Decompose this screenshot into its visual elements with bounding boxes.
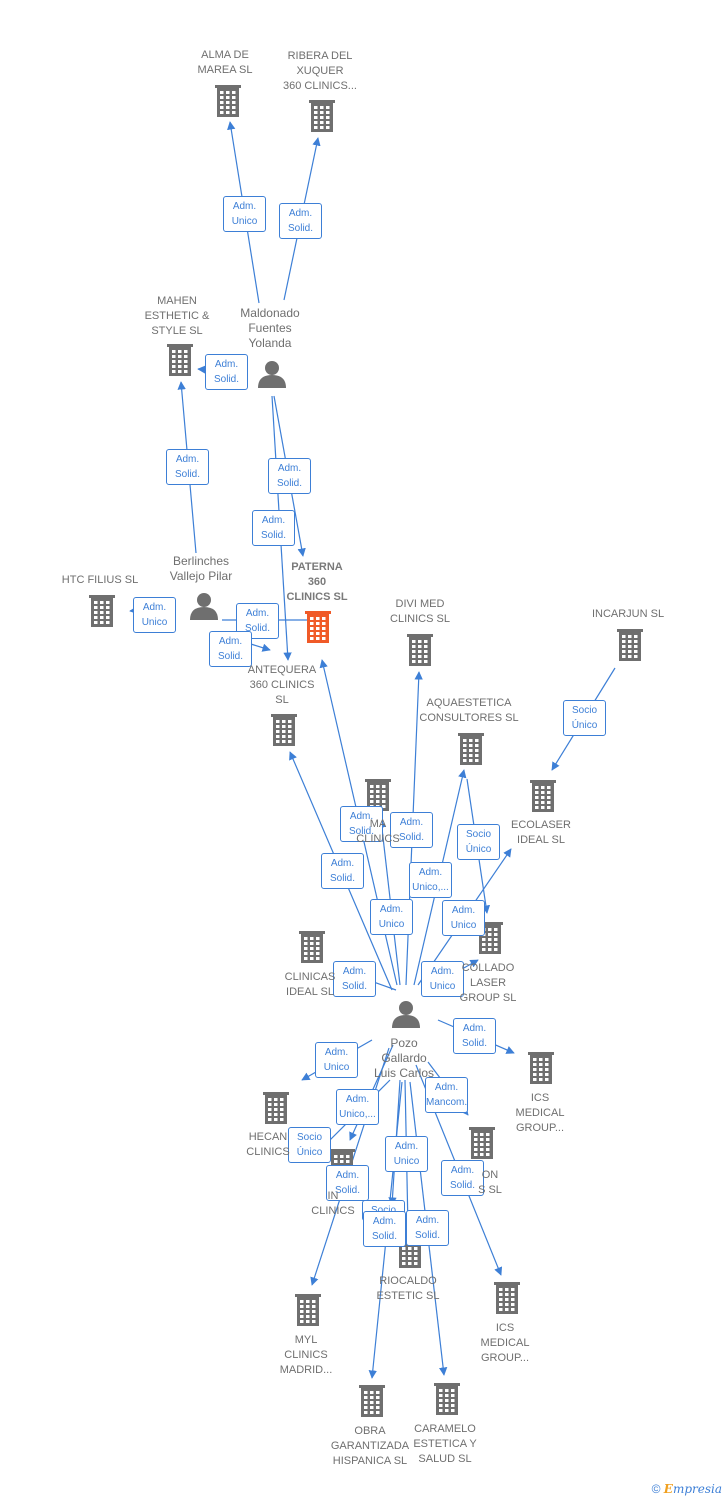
footer-brand: © Empresia [652, 1482, 722, 1496]
node-label-ma_clinics[interactable]: MA CLINICS [356, 818, 400, 845]
node-label-paterna[interactable]: PATERNA 360 CLINICS SL [286, 561, 348, 603]
edge-label[interactable]: Adm. Solid. [209, 631, 252, 667]
building-icon[interactable] [167, 344, 193, 376]
building-icon[interactable] [309, 100, 335, 132]
edge-label[interactable]: Adm. Mancom. [425, 1077, 468, 1113]
edge-label[interactable]: Adm. Solid. [390, 812, 433, 848]
node-label-alma[interactable]: ALMA DE MAREA SL [197, 49, 253, 76]
node-label-hecan[interactable]: HECAN CLINICS [246, 1131, 290, 1158]
building-icon[interactable] [271, 714, 297, 746]
node-label-aquaestetica[interactable]: AQUAESTETICA CONSULTORES SL [419, 697, 519, 724]
building-icon[interactable] [215, 85, 241, 117]
node-label-clinicas_ideal[interactable]: CLINICAS IDEAL SL [284, 971, 336, 998]
building-icon[interactable] [263, 1092, 289, 1124]
edge-label[interactable]: Adm. Solid. [363, 1211, 406, 1247]
edge-label[interactable]: Adm. Solid. [321, 853, 364, 889]
building-icon[interactable] [617, 629, 643, 661]
edge-label[interactable]: Socio Único [563, 700, 606, 736]
edge-label[interactable]: Adm. Unico [370, 899, 413, 935]
edge-label[interactable]: Adm. Unico,... [336, 1089, 379, 1125]
edge-label[interactable]: Adm. Solid. [205, 354, 248, 390]
node-label-htc[interactable]: HTC FILIUS SL [61, 574, 139, 586]
edge-label[interactable]: Adm. Unico [223, 196, 266, 232]
node-label-collado[interactable]: COLLADO LASER GROUP SL [459, 962, 517, 1004]
building-icon[interactable] [458, 733, 484, 765]
edge-label[interactable]: Adm. Unico,... [409, 862, 452, 898]
building-icon[interactable] [530, 780, 556, 812]
node-label-on_sl[interactable]: ON S SL [478, 1169, 502, 1196]
node-label-ics1[interactable]: ICS MEDICAL GROUP... [515, 1092, 565, 1134]
node-label-pozo[interactable]: Pozo Gallardo Luis Carlos [373, 1036, 435, 1080]
node-label-ribera[interactable]: RIBERA DEL XUQUER 360 CLINICS... [283, 50, 357, 92]
edge-label[interactable]: Adm. Solid. [268, 458, 311, 494]
building-icon[interactable] [299, 931, 325, 963]
building-icon[interactable] [365, 779, 391, 811]
edge-label[interactable]: Adm. Solid. [252, 510, 295, 546]
person-icon[interactable] [392, 1001, 420, 1028]
node-label-incarjun[interactable]: INCARJUN SL [591, 608, 665, 620]
building-icon[interactable] [469, 1127, 495, 1159]
edge-label[interactable]: Adm. Solid. [279, 203, 322, 239]
copyright-icon: © [651, 1482, 661, 1496]
building-icon[interactable] [528, 1052, 554, 1084]
node-label-berlinches[interactable]: Berlinches Vallejo Pilar [169, 554, 233, 583]
edge-label[interactable]: Adm. Solid. [166, 449, 209, 485]
building-icon[interactable] [407, 634, 433, 666]
node-label-in_clinics[interactable]: IN CLINICS [311, 1190, 355, 1217]
building-icon[interactable] [89, 595, 115, 627]
node-label-riocaldo[interactable]: RIOCALDO ESTETIC SL [376, 1275, 440, 1302]
edge-label[interactable]: Adm. Unico [315, 1042, 358, 1078]
node-label-ecolaser[interactable]: ECOLASER IDEAL SL [511, 819, 571, 846]
edge-label[interactable]: Adm. Solid. [333, 961, 376, 997]
building-icon[interactable] [434, 1383, 460, 1415]
edge-label[interactable]: Socio Único [288, 1127, 331, 1163]
person-icon[interactable] [190, 593, 218, 620]
edge-label[interactable]: Socio Único [457, 824, 500, 860]
node-label-maldonado[interactable]: Maldonado Fuentes Yolanda [240, 306, 300, 350]
node-label-obra[interactable]: OBRA GARANTIZADA HISPANICA SL [330, 1425, 410, 1467]
node-label-divimed[interactable]: DIVI MED CLINICS SL [390, 598, 450, 625]
building-icon[interactable] [359, 1385, 385, 1417]
building-icon[interactable] [305, 611, 331, 643]
node-label-ics2[interactable]: ICS MEDICAL GROUP... [480, 1322, 530, 1364]
building-icon[interactable] [295, 1294, 321, 1326]
node-label-myl[interactable]: MYL CLINICS MADRID... [279, 1334, 333, 1376]
edge-label[interactable]: Adm. Solid. [406, 1210, 449, 1246]
node-label-antequera[interactable]: ANTEQUERA 360 CLINICS SL [247, 664, 317, 706]
building-icon[interactable] [494, 1282, 520, 1314]
edge-label[interactable]: Adm. Solid. [441, 1160, 484, 1196]
person-icon[interactable] [258, 361, 286, 388]
edge-label[interactable]: Adm. Unico [442, 900, 485, 936]
edge-label[interactable]: Adm. Solid. [453, 1018, 496, 1054]
edge-label[interactable]: Adm. Solid. [340, 806, 383, 842]
node-label-mahen[interactable]: MAHEN ESTHETIC & STYLE SL [144, 295, 210, 337]
edge-label[interactable]: Adm. Solid. [236, 603, 279, 639]
edge-label[interactable]: Adm. Unico [385, 1136, 428, 1172]
edge-label[interactable]: Adm. Unico [133, 597, 176, 633]
edge-label[interactable]: Adm. Unico [421, 961, 464, 997]
node-label-caramelo[interactable]: CARAMELO ESTETICA Y SALUD SL [413, 1423, 477, 1465]
brand-logo: Empresia [663, 1482, 722, 1496]
edge-label[interactable]: Adm. Solid. [326, 1165, 369, 1201]
